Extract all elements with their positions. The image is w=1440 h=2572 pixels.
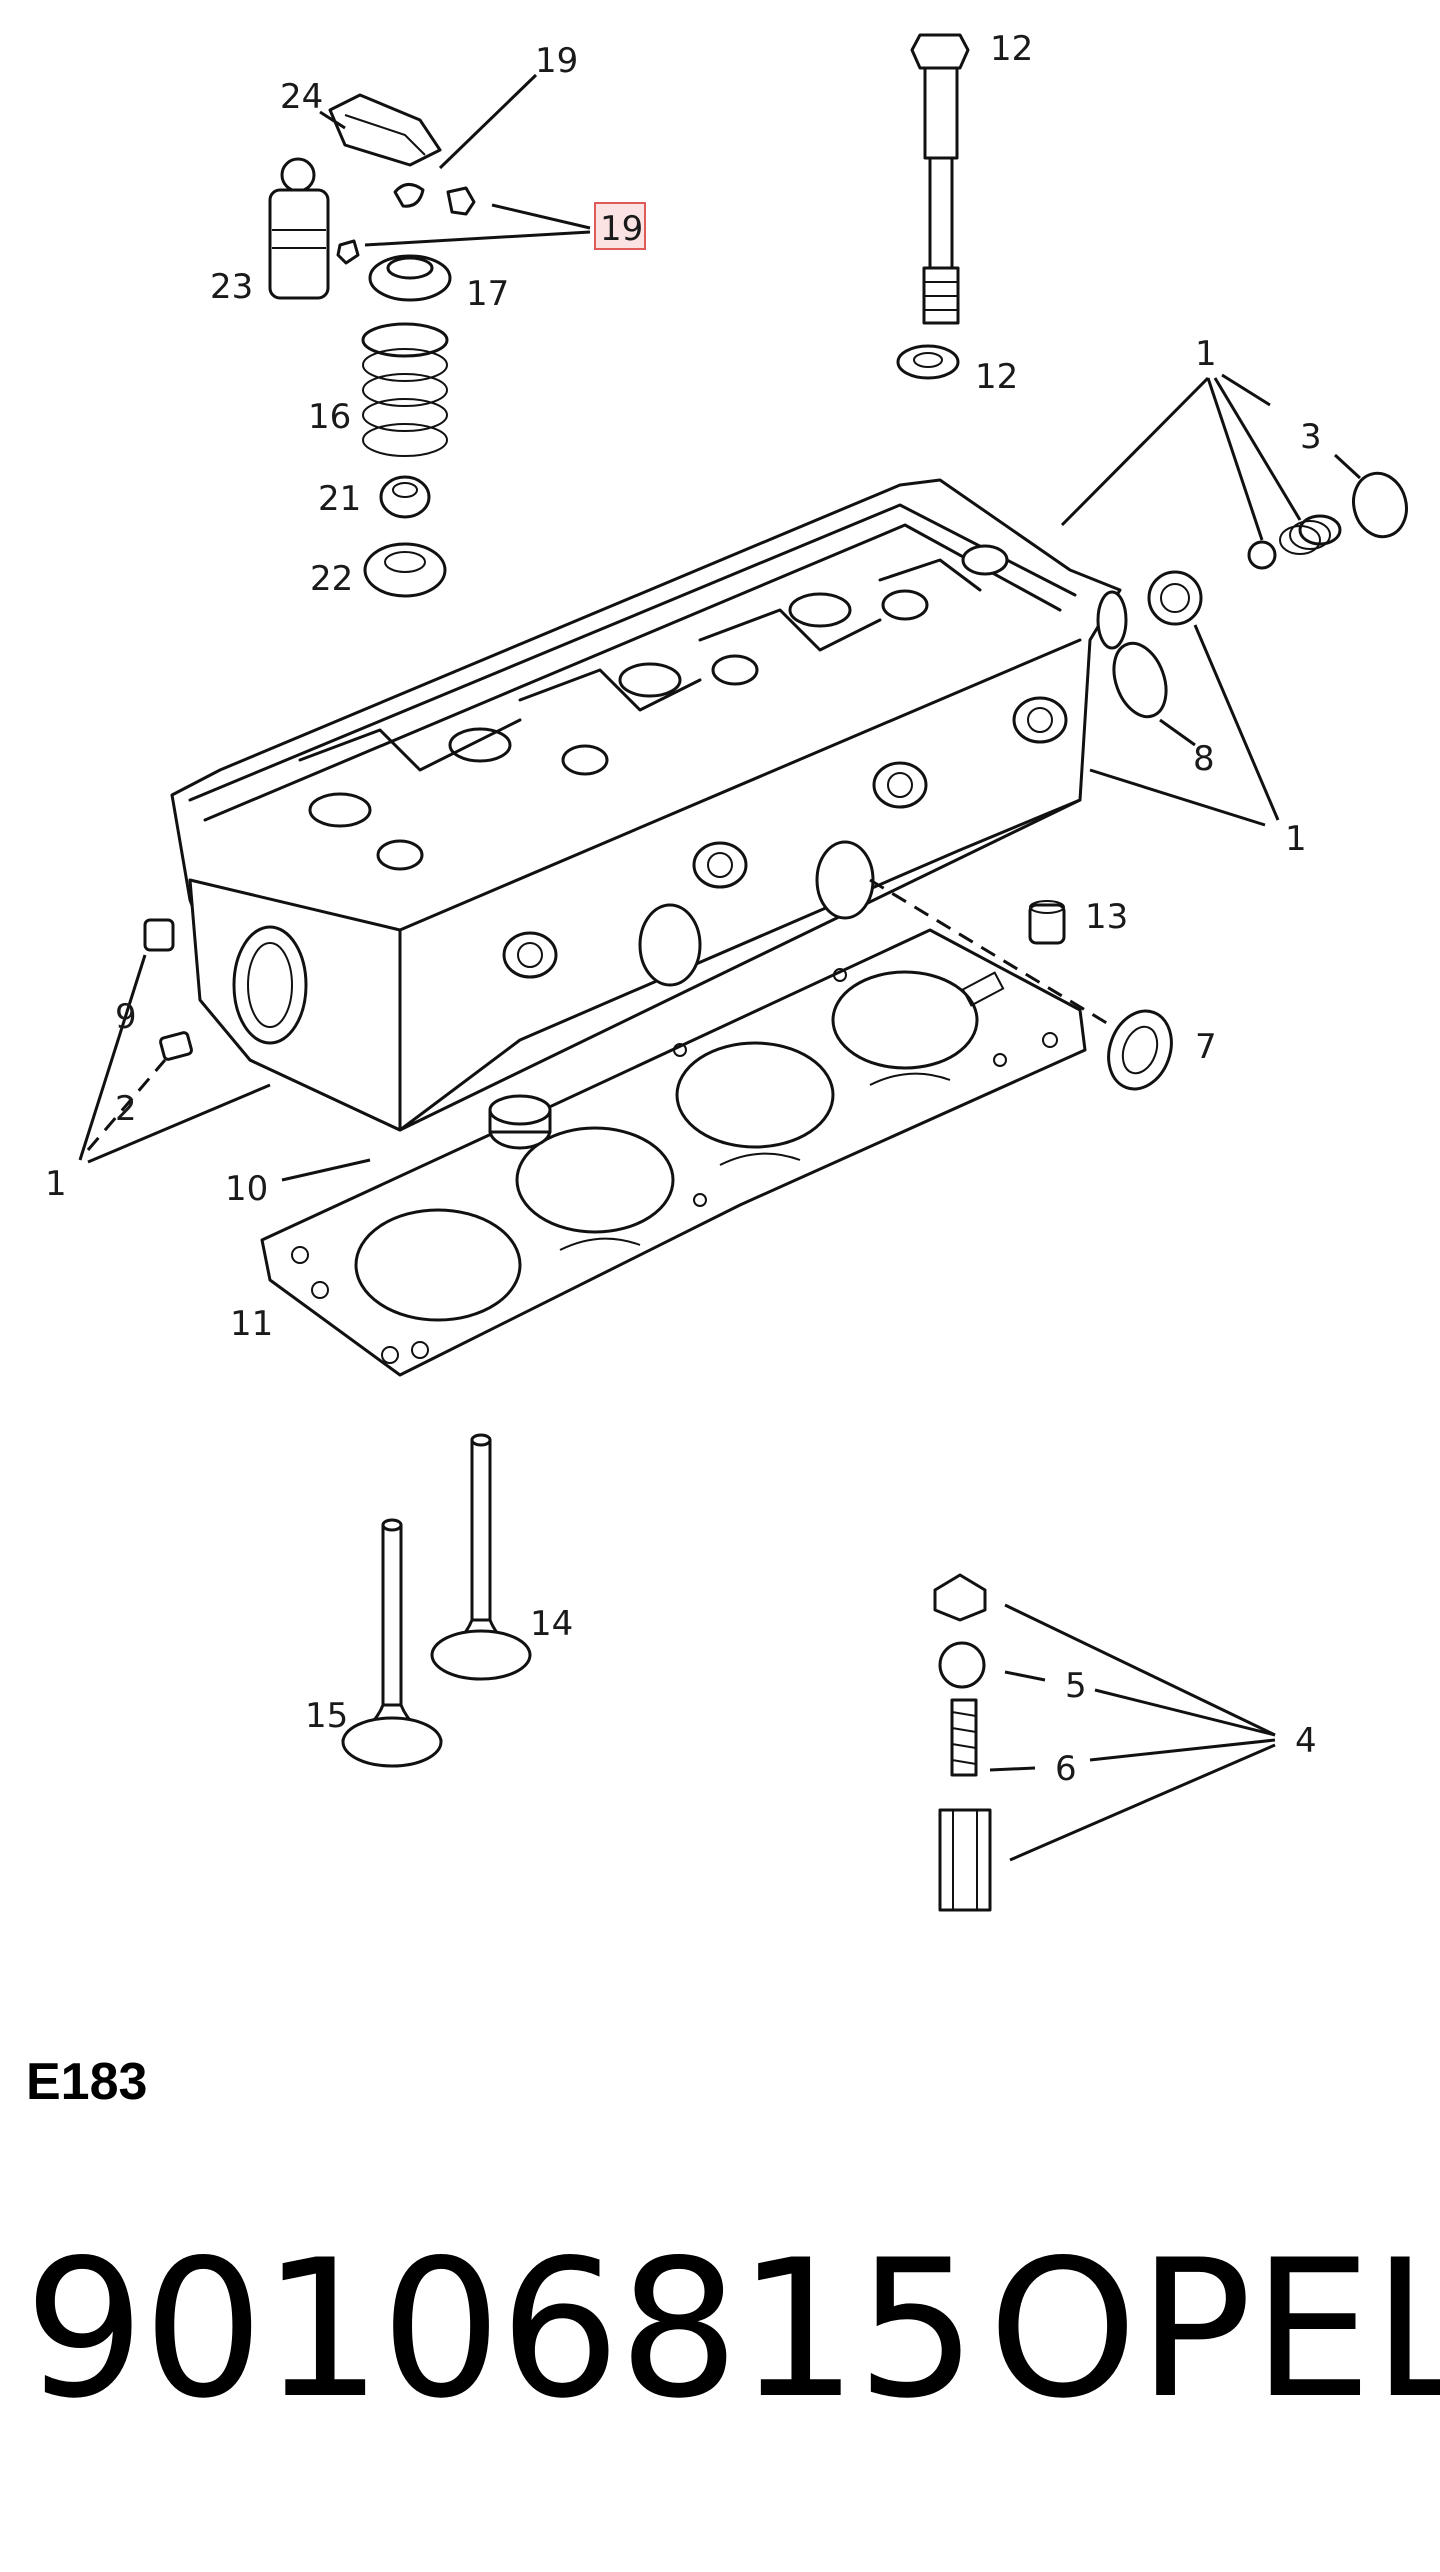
callout-6: 6	[1055, 1749, 1077, 1789]
callout-13: 12	[975, 357, 1018, 397]
leader-lines	[78, 73, 1362, 1862]
cylinder-head	[170, 478, 1128, 1132]
callout-9: 9	[115, 997, 137, 1037]
part-14-dowel-sleeve	[1028, 900, 1066, 945]
part-4-tensioner-assembly	[933, 1573, 992, 1912]
callout-23: 23	[210, 267, 253, 307]
part-21-valve-stem-seal	[379, 475, 431, 519]
callout-14: 13	[1085, 897, 1128, 937]
callout-5: 5	[1065, 1666, 1087, 1706]
part-9-plug	[143, 918, 175, 952]
part-1-spring-and-ball	[1247, 514, 1342, 570]
callout-21: 21	[318, 479, 361, 519]
callout-3: 3	[1300, 417, 1322, 457]
callout-labels: 19 24 19 23 17 16 21 22 12 12 1 3 8 1 13…	[45, 29, 1322, 1789]
callout-8: 8	[1193, 739, 1215, 779]
callout-22: 22	[310, 559, 353, 599]
callout-1-right: 1	[1285, 819, 1307, 859]
part-2-set-screw	[159, 1031, 193, 1061]
brand-name: OPEL	[988, 2219, 1440, 2440]
callout-19-highlight: 19	[594, 202, 646, 250]
callout-1-left: 1	[45, 1164, 67, 1204]
callout-2: 2	[115, 1089, 137, 1129]
head-gasket	[260, 928, 1087, 1377]
part-24-rocker-arm	[328, 93, 442, 167]
part-number: 90106815	[24, 2219, 977, 2440]
part-13-washer	[896, 344, 960, 380]
part-10-cap	[488, 1094, 552, 1150]
callout-4: 4	[1295, 1721, 1317, 1761]
callout-7: 7	[1195, 1027, 1217, 1067]
part-15-valve	[430, 1433, 532, 1681]
part-23-hydraulic-lifter	[268, 157, 330, 300]
part-19-keeper-half	[336, 239, 360, 265]
part-18-spring-retainer	[368, 254, 452, 302]
callout-16: 15	[305, 1696, 348, 1736]
part-22-spring-seat	[363, 542, 447, 598]
part-3-expansion-plug	[1352, 471, 1408, 539]
callout-10: 10	[225, 1169, 268, 1209]
part-17-valve-spring	[361, 322, 449, 457]
valve-pockets	[298, 544, 1009, 871]
cylinder-head-exploded-diagram: 19 24 19 23 17 16 21 22 12 12 1 3 8 1 13…	[45, 29, 1408, 1912]
callout-11: 11	[230, 1304, 273, 1344]
diagram-code: E183	[26, 2053, 148, 2111]
callout-12: 12	[990, 29, 1033, 69]
callout-18: 17	[466, 274, 509, 314]
callout-24: 24	[280, 77, 323, 117]
intake-ports	[502, 696, 1068, 987]
callout-15: 14	[530, 1604, 573, 1644]
callout-19: 19	[600, 209, 643, 249]
part-8-seal-ring	[1112, 570, 1203, 719]
part-16-valve	[341, 1518, 443, 1768]
part-12-cylinder-head-bolt	[910, 33, 970, 325]
callout-17: 16	[308, 397, 351, 437]
callout-20: 19	[535, 41, 578, 81]
part-7-oil-seal	[1107, 1009, 1173, 1091]
callout-1-top: 1	[1195, 334, 1217, 374]
part-20-valve-keeper	[393, 183, 476, 216]
